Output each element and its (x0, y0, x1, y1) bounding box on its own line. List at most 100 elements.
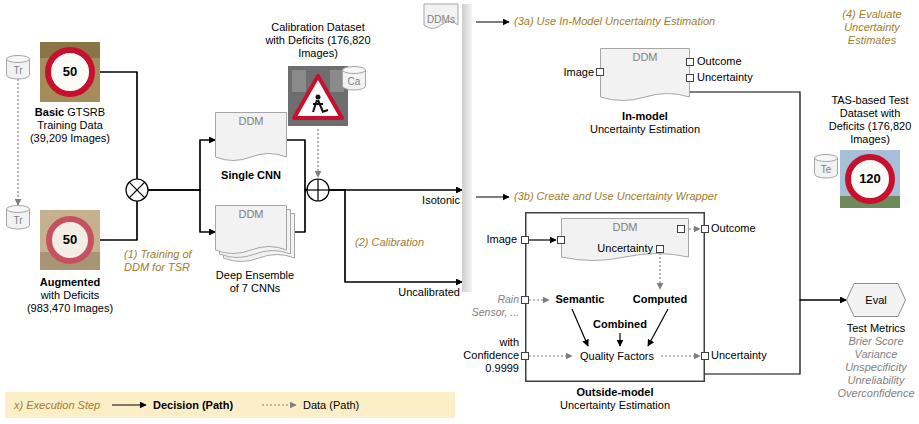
factor-label: Quality Factors (572, 350, 662, 363)
caption-group: Calibration Dataset with Deficits (176,8… (264, 21, 372, 60)
factor-label: Computed (628, 293, 692, 306)
node-caption: Uncertainty Estimation (575, 123, 715, 136)
sign-photo (40, 210, 100, 270)
decision-path-connector (100, 72, 215, 190)
sign-number: 120 (853, 171, 887, 187)
port-square (597, 69, 604, 76)
sign-number: 50 (55, 64, 85, 80)
calibration-junction (307, 179, 329, 201)
line-sample-stroke (262, 404, 296, 405)
data-path-line (317, 129, 318, 177)
port-square (657, 246, 664, 253)
port-square (687, 59, 694, 66)
caption-group: Augmentedwith Deficits (983,470 Images) (23, 276, 117, 315)
port-square (522, 297, 529, 304)
merge-junction (126, 179, 148, 201)
node-caption: Single CNN (206, 169, 296, 182)
cylinder-top (7, 56, 30, 63)
step-label: (4) Evaluate Uncertainty Estimates (835, 8, 909, 47)
port-square (678, 226, 685, 233)
port-label: Outcome (697, 55, 777, 68)
datastore-cylinder: Tr (6, 55, 30, 79)
port-label: Uncertainty (591, 242, 653, 255)
decision-path-line (619, 333, 620, 346)
datastore-cylinder: Te (814, 154, 838, 178)
wrapper-outline (526, 213, 705, 382)
legend-item: Decision (Path) (112, 399, 233, 412)
node-caption: Brier Score Variance Unspecificity Unrel… (834, 335, 918, 400)
legend-item: x) Execution Step (14, 399, 100, 412)
step-label: (3a) Use In-Model Uncertainty Estimation (514, 15, 814, 28)
port-label: Uncertainty (711, 349, 791, 362)
caption-group: Test MetricsBrier Score Variance Unspeci… (834, 322, 918, 400)
node-text: Te (821, 163, 832, 176)
junction-circle (307, 179, 329, 201)
port-square (702, 226, 709, 233)
node-caption: Outside-model (535, 386, 695, 399)
legend-text: Decision (Path) (153, 399, 233, 412)
data-path-connector (17, 79, 18, 205)
port-label: Image (473, 233, 517, 246)
port-square (558, 237, 565, 244)
confidence-label: with Confidence 0.9999 (455, 336, 519, 375)
data-path-line (661, 355, 700, 356)
caption-group: In-modelUncertainty Estimation (575, 110, 715, 136)
hexagon-outline (847, 284, 906, 317)
line-sample-stroke (112, 404, 146, 405)
eval-hexagon: EvalTest MetricsBrier Score Variance Uns… (846, 283, 906, 317)
decision-path-connector (705, 300, 846, 374)
node-caption: Calibration Dataset with Deficits (176,8… (264, 21, 372, 60)
port-square (687, 75, 694, 82)
factor-label: Combined (588, 318, 652, 331)
data-path-line (659, 253, 660, 289)
junction-cross (129, 182, 145, 198)
datastore-cylinder: Tr (6, 205, 30, 229)
port-label: Uncertainty (697, 71, 787, 84)
port-label: Image (544, 66, 594, 79)
legend-text: Data (Path) (303, 399, 359, 412)
speed-sign (48, 50, 92, 94)
node-text: Ca (348, 75, 361, 88)
dataset-image: Calibration Dataset with Deficits (176,8… (288, 66, 348, 126)
photo-ground (288, 66, 348, 126)
photo-ground (40, 210, 100, 270)
legend-item: Data (Path) (262, 399, 359, 412)
port-square (702, 353, 709, 360)
model-bar: DDMs (462, 4, 472, 292)
model-stack: DDMDeep Ensemble of 7 CNNs (215, 205, 295, 265)
sign-photo (288, 66, 348, 126)
sign-photo (840, 150, 900, 208)
node-text: Eval (865, 294, 886, 307)
cylinder-top (815, 155, 838, 162)
node-caption: Augmented (23, 276, 117, 289)
decision-path-line (529, 239, 556, 240)
model-document: DDM (561, 218, 689, 264)
connector-group (18, 72, 846, 374)
step-label: (1) Training of DDM for TSR (124, 248, 206, 274)
caption-group: BasicGTSRB Training Data (39,209 Images) (23, 106, 117, 145)
document-outline (216, 113, 287, 161)
step-label: (3b) Create and Use Uncertainty Wrapper (514, 190, 804, 203)
decision-path-line (572, 309, 588, 346)
edge-label: Isotonic (402, 194, 462, 207)
sign-photo (40, 42, 100, 102)
step-arrow (476, 196, 509, 197)
junction-cross (129, 182, 145, 198)
sign-number: 50 (55, 232, 85, 248)
caption-group: Single CNN (206, 169, 296, 182)
decision-path-connector (295, 190, 462, 282)
photo-ground (840, 150, 900, 208)
step-label: (2) Calibration (355, 236, 455, 249)
decision-path-connector (100, 140, 215, 240)
photo-building (330, 70, 344, 92)
photo-haze (40, 210, 100, 270)
document-outline (562, 219, 689, 261)
line-sample (262, 400, 298, 410)
port-square (522, 237, 529, 244)
sensor-label: Rain Sensor, ... (466, 293, 519, 319)
node-text: Tr (13, 64, 22, 77)
